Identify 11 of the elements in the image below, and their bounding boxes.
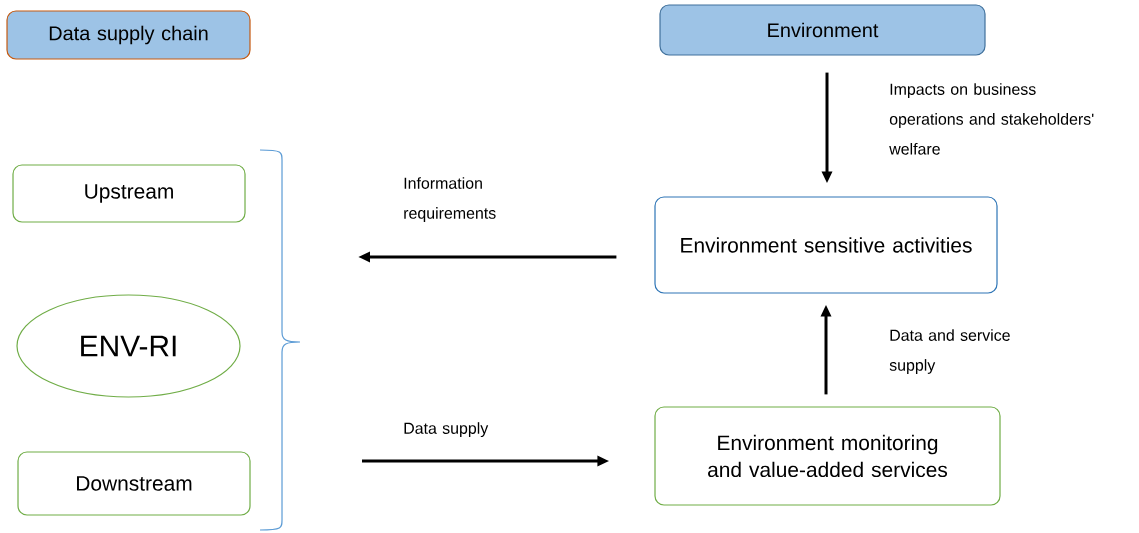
process-box: Environment sensitive activities: [654, 196, 998, 294]
process-box: Upstream: [12, 164, 246, 223]
title-box: Data supply chain: [6, 10, 251, 60]
process-box: Environment monitoring and value-added services: [654, 406, 1001, 506]
edge-label: Data supply: [404, 422, 489, 438]
edge-label: Information requirements: [404, 177, 496, 222]
edge-label: Impacts on business operations and stakeholders' welfare: [889, 83, 1094, 155]
process-box: Downstream: [17, 451, 251, 516]
title-box: Environment: [659, 4, 986, 56]
ellipse-node: ENV-RI: [16, 294, 241, 398]
edge-label: Data and service supply: [889, 329, 1010, 374]
